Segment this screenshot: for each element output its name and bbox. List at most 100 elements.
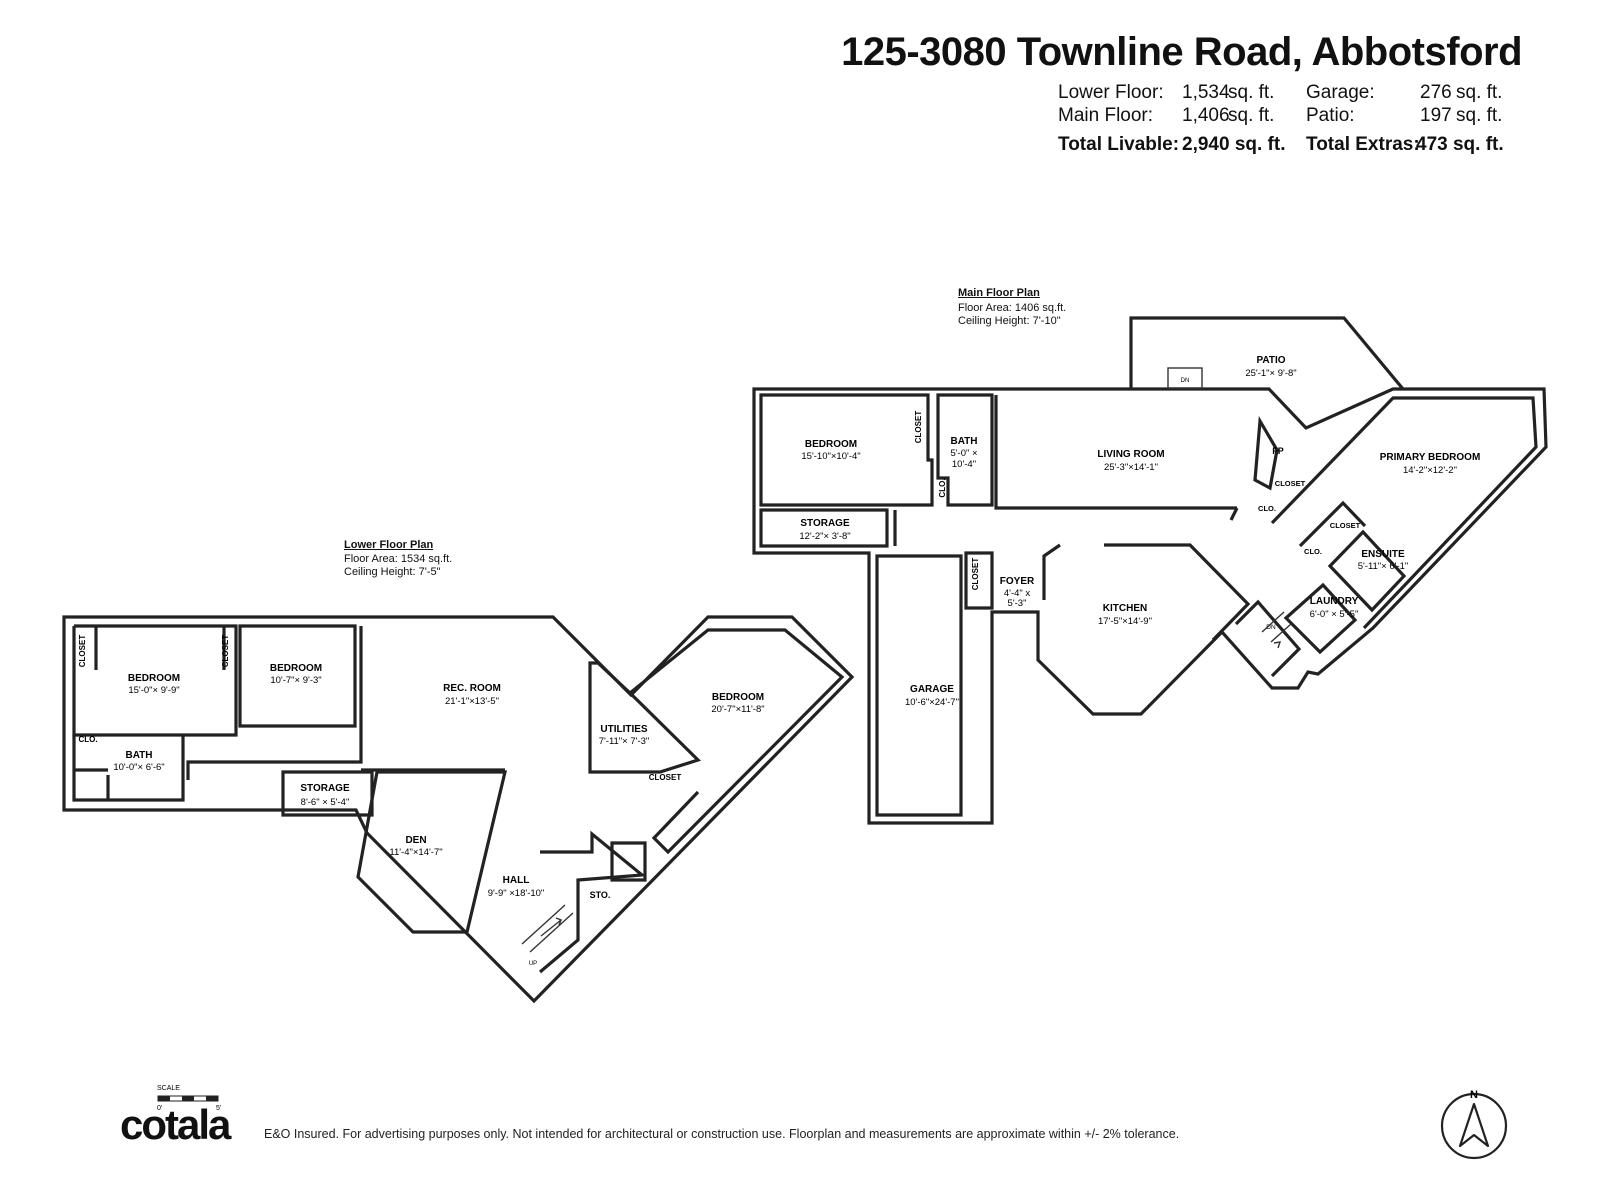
- main-storage-walls: [759, 508, 897, 548]
- primary-bedroom-dims: 14'-2"×12'-2": [1403, 465, 1457, 476]
- fireplace-label: FP: [1272, 446, 1284, 456]
- lower-utilities-walls: [588, 661, 702, 774]
- compass-north-label: N: [1470, 1089, 1478, 1101]
- lower-bedroom1-name: BEDROOM: [128, 673, 180, 684]
- lower-bedroom3-name: BEDROOM: [712, 692, 764, 703]
- lower-clo-label: CLO.: [78, 735, 97, 744]
- scale-max: 5': [216, 1105, 221, 1112]
- lower-floor-title: Lower Floor Plan: [344, 539, 434, 551]
- laundry-name: LAUNDRY: [1310, 596, 1359, 607]
- lower-bath-name: BATH: [125, 750, 152, 761]
- main-floor-ceiling: Ceiling Height: 7'-10": [958, 315, 1061, 327]
- main-floor-area: Floor Area: 1406 sq.ft.: [958, 302, 1067, 314]
- main-floor-plan: BEDROOM 15'-10"×10'-4" CLOSET BATH 5'-0"…: [752, 316, 1548, 825]
- utilities-dims: 7'-11"× 7'-3": [599, 736, 650, 747]
- main-stair-walls: [1234, 599, 1302, 678]
- ensuite-name: ENSUITE: [1361, 549, 1405, 560]
- kitchen-name: KITCHEN: [1103, 603, 1147, 614]
- brand-logo: cotala: [120, 1101, 231, 1148]
- main-floor-title: Main Floor Plan: [958, 287, 1040, 299]
- lower-closet3-label: CLOSET: [649, 773, 682, 782]
- disclaimer-text: E&O Insured. For advertising purposes on…: [264, 1127, 1180, 1141]
- stat-row-2: Main Floor: 1,406 sq. ft. Patio: 197 sq.…: [1058, 105, 1528, 128]
- lower-closet1-label: CLOSET: [78, 635, 87, 668]
- den-name: DEN: [405, 835, 426, 846]
- fireplace: [1253, 415, 1279, 491]
- north-compass-icon: N: [1440, 1089, 1508, 1160]
- kitchen-walls: [1042, 543, 1251, 642]
- main-bedroom-dims: 15'-10"×10'-4": [801, 451, 860, 462]
- hall-name: HALL: [503, 875, 530, 886]
- patio-value: 197: [1420, 105, 1452, 126]
- main-bedroom-walls: [759, 393, 934, 507]
- patio-dims: 25'-1"× 9'-8": [1245, 368, 1296, 379]
- lower-bedroom3-dims: 20'-7"×11'-8": [711, 704, 764, 715]
- lower-floor-label: Lower Floor:: [1058, 82, 1164, 103]
- rec-room-dims: 21'-1"×13'-5": [445, 696, 499, 707]
- lower-up-label: UP: [529, 961, 537, 967]
- main-floor-label: Main Floor:: [1058, 105, 1154, 126]
- patio-dn-label: DN: [1181, 378, 1190, 384]
- closet-primary-walls: [1298, 500, 1367, 548]
- main-bath-name: BATH: [950, 436, 977, 447]
- total-extras-value: 473 sq. ft.: [1416, 134, 1504, 155]
- main-storage-dims: 12'-2"× 3'-8": [799, 531, 850, 542]
- garage-value: 276: [1420, 82, 1452, 103]
- lower-bedroom2-name: BEDROOM: [270, 663, 322, 674]
- lower-floor-ceiling: Ceiling Height: 7'-5": [344, 566, 441, 578]
- primary-bedroom-name: PRIMARY BEDROOM: [1380, 452, 1481, 463]
- main-dn-label: DN: [1266, 624, 1276, 631]
- lower-storage-walls: [281, 770, 374, 817]
- lower-bedroom2-walls: [238, 624, 357, 728]
- main-floor-outline: [752, 387, 1548, 825]
- main-floor-unit: sq. ft.: [1228, 105, 1275, 126]
- kitchen-dims: 17'-5"×14'-9": [1098, 616, 1152, 627]
- main-clo1-label: CLO.: [938, 478, 947, 497]
- main-stair-lines: [1261, 611, 1292, 649]
- rec-room-name: REC. ROOM: [443, 683, 501, 694]
- patio-outline: [1129, 316, 1405, 391]
- lower-floor-plan: CLOSET CLOSET BEDROOM 15'-0"× 9'-9" BEDR…: [62, 615, 855, 1004]
- hall-dims: 9'-9" ×18'-10": [488, 888, 545, 899]
- lower-storage-dims: 8'-6" × 5'-4": [301, 797, 350, 808]
- main-closet4-label: CLOSET: [971, 558, 980, 591]
- main-bath-walls: [936, 393, 994, 507]
- patio-unit: sq. ft.: [1456, 105, 1503, 126]
- patio-door-box: [1167, 367, 1203, 389]
- garage-dims: 10'-6"×24'-7": [905, 697, 959, 708]
- lower-storage-name: STORAGE: [300, 783, 350, 794]
- laundry-walls: [1283, 582, 1358, 655]
- main-closet3-label: CLOSET: [1330, 521, 1361, 530]
- scale-label: SCALE: [157, 1085, 180, 1092]
- living-room-walls: [994, 395, 1239, 521]
- utilities-name: UTILITIES: [600, 724, 648, 735]
- foyer-walls: [964, 551, 994, 610]
- lower-bedroom1-walls: [72, 624, 238, 737]
- living-room-name: LIVING ROOM: [1097, 449, 1164, 460]
- total-livable-label: Total Livable:: [1058, 134, 1180, 155]
- total-livable-value: 2,940 sq. ft.: [1182, 134, 1286, 155]
- garage-unit: sq. ft.: [1456, 82, 1503, 103]
- lower-floor-area: Floor Area: 1534 sq.ft.: [344, 553, 453, 565]
- lower-sto-label: STO.: [590, 890, 611, 900]
- lower-hall-walls: [538, 830, 647, 974]
- property-title: 125-3080 Townline Road, Abbotsford: [841, 30, 1522, 74]
- main-bath-dims1: 5'-0" ×: [950, 448, 977, 459]
- lower-den-walls: [356, 770, 508, 934]
- foyer-dims2: 5'-3": [1008, 598, 1027, 609]
- scale-min: 0': [157, 1105, 162, 1112]
- foyer-dims1: 4'-4" x: [1004, 588, 1031, 599]
- main-closet2-label: CLOSET: [1275, 479, 1306, 488]
- scale-bar: SCALE 0' 5': [157, 1085, 221, 1112]
- main-closet1-label: CLOSET: [914, 411, 923, 444]
- main-bath-dims2: 10'-4": [952, 459, 976, 470]
- main-bedroom-name: BEDROOM: [805, 439, 857, 450]
- laundry-dims: 6'-0" × 5'-5": [1310, 609, 1359, 620]
- living-room-dims: 25'-3"×14'-1": [1104, 462, 1158, 473]
- lower-bath-dims: 10'-0"× 6'-6": [113, 762, 164, 773]
- lower-bedroom2-dims: 10'-7"× 9'-3": [270, 675, 321, 686]
- area-summary: Lower Floor: 1,534 sq. ft. Garage: 276 s…: [1058, 82, 1528, 157]
- lower-bath-walls: [72, 735, 185, 802]
- stat-row-1: Lower Floor: 1,534 sq. ft. Garage: 276 s…: [1058, 82, 1528, 105]
